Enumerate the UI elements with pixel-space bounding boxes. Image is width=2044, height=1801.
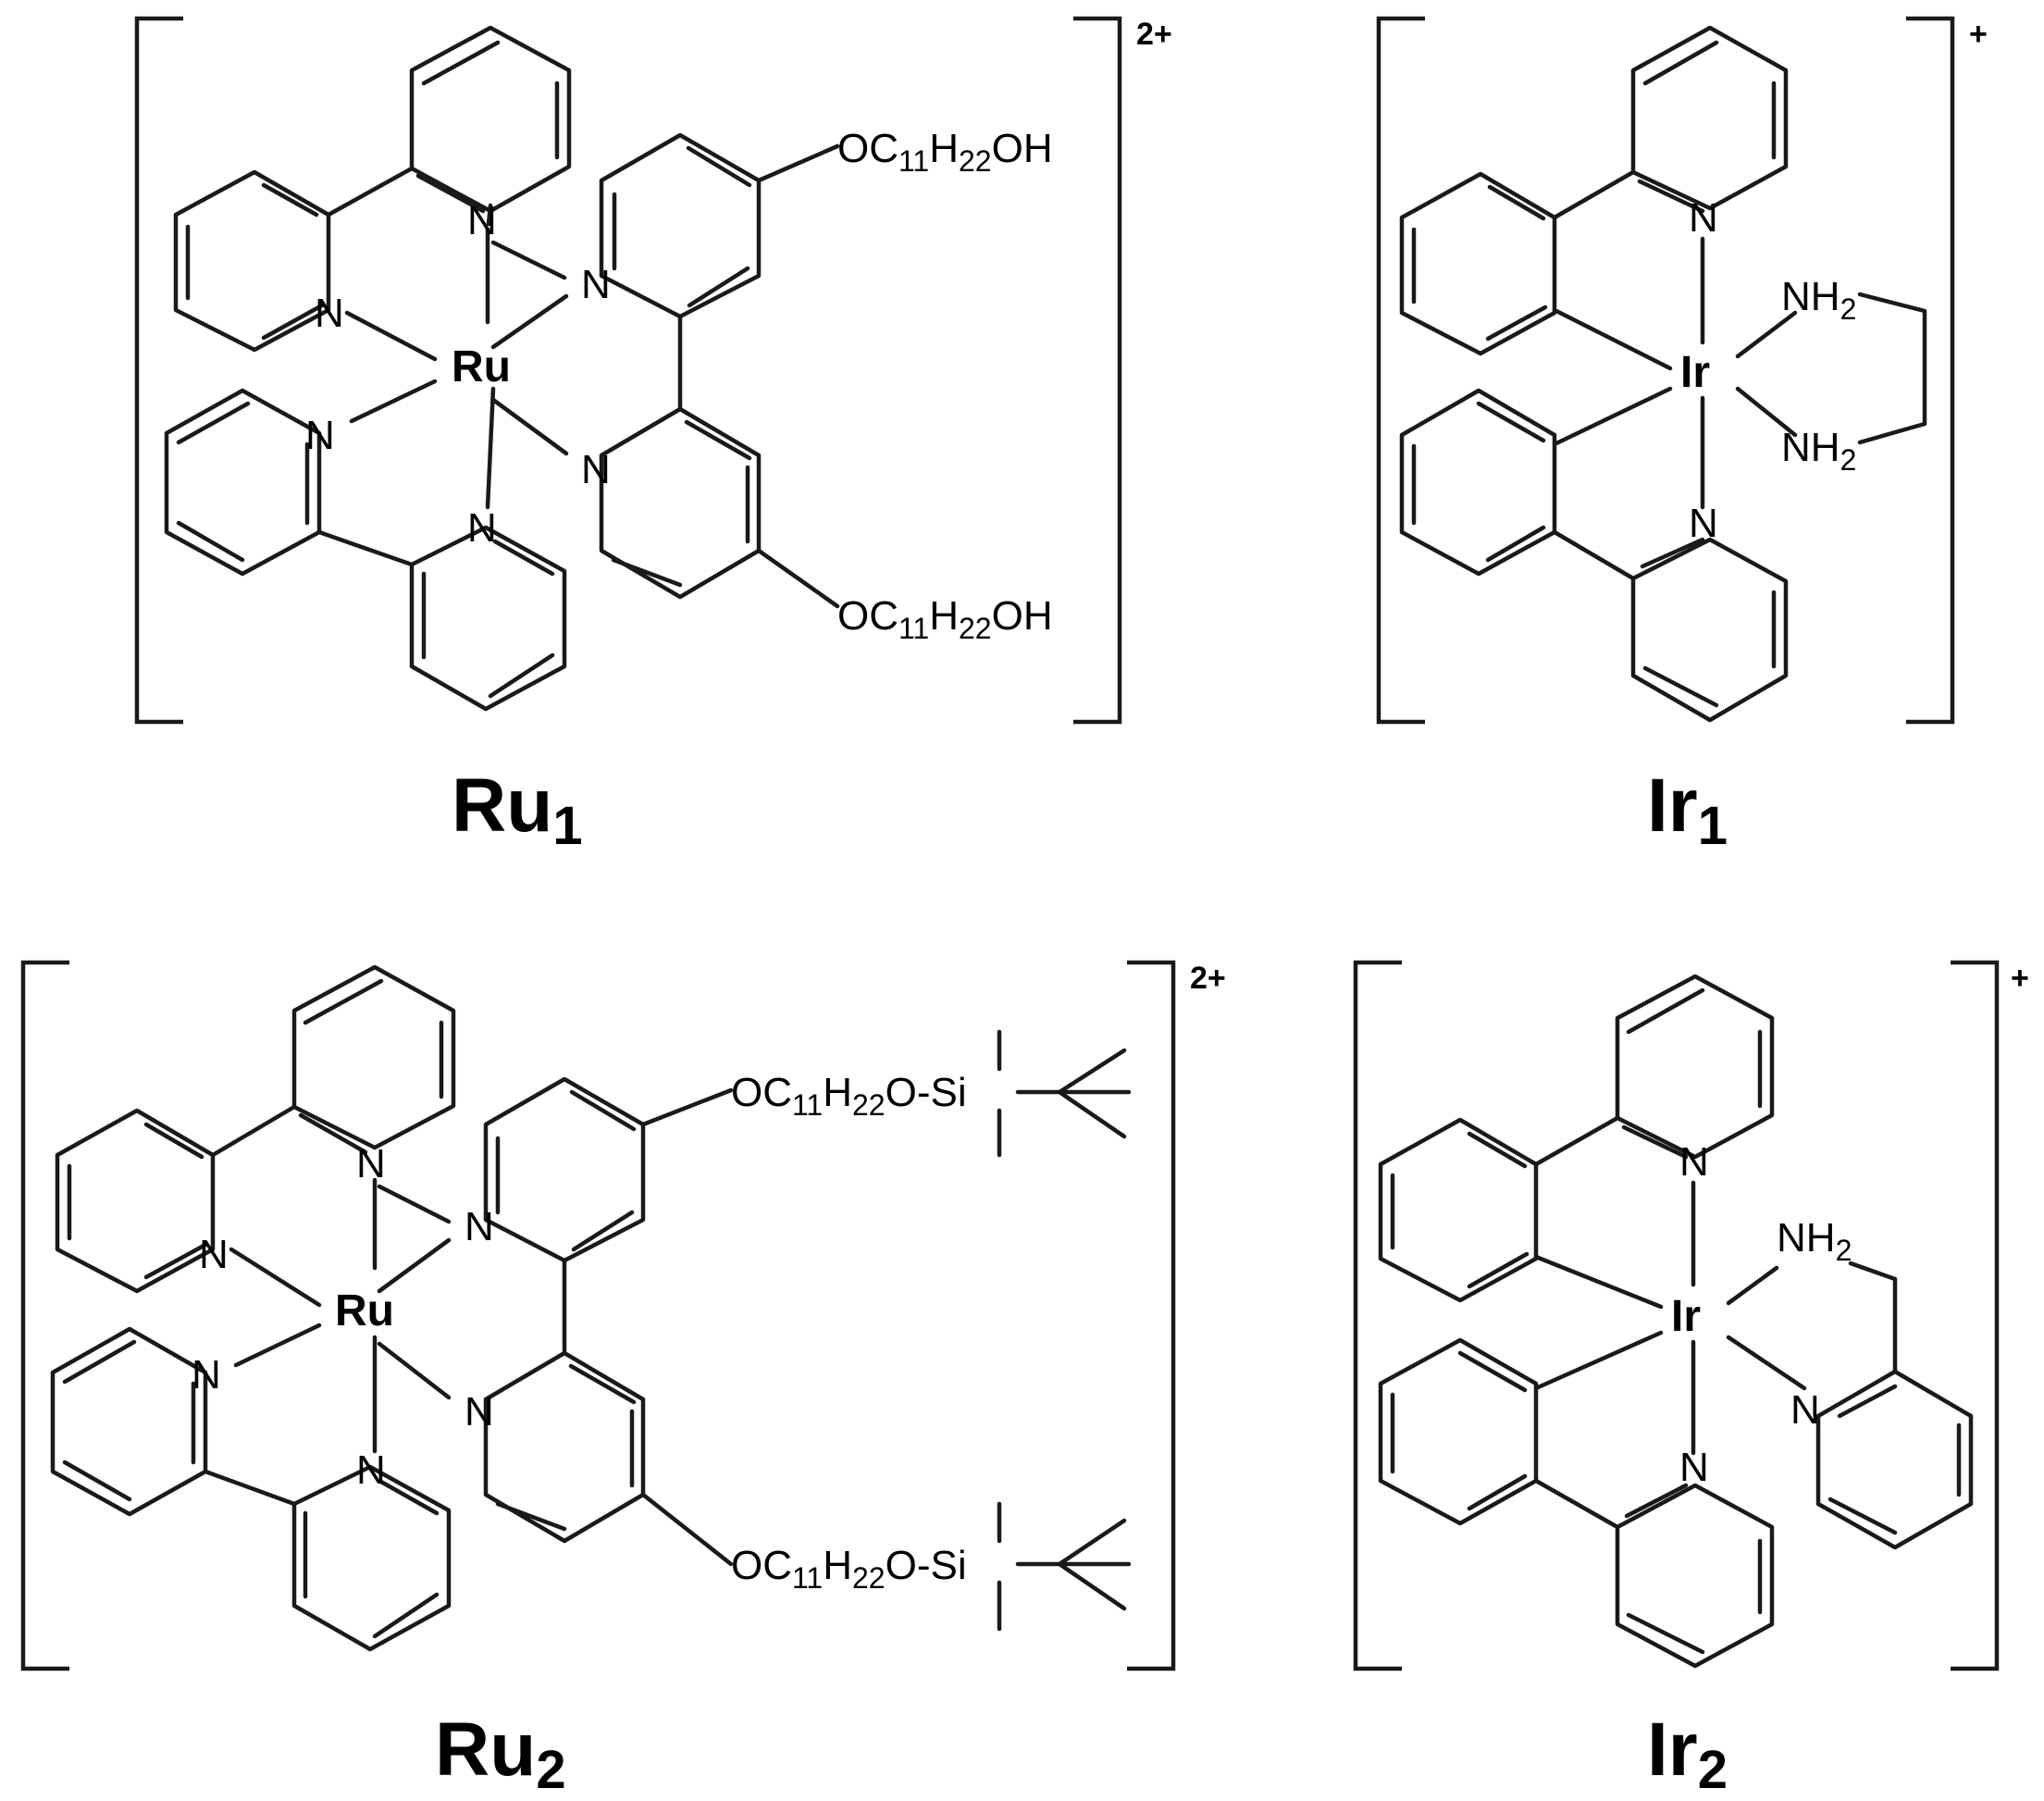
compound-label: Ir1 — [1647, 764, 1728, 856]
metal-ru: Ru — [335, 1286, 394, 1335]
ligand-picolylamine — [1815, 1261, 1974, 1550]
bracket-left — [134, 16, 183, 725]
ligand-dialkoxy-bipyridine — [599, 132, 840, 609]
ligand-bipyridine — [55, 964, 456, 1294]
ligand-dialkoxy-bipyridine — [483, 1076, 734, 1567]
svg-text:N: N — [1689, 501, 1718, 546]
svg-text:OC11H22OH: OC11H22OH — [837, 126, 1053, 178]
svg-text:N: N — [465, 1389, 494, 1435]
tbs-group-bottom — [997, 1501, 1132, 1632]
bracket-right — [1951, 960, 2000, 1671]
svg-text:N: N — [1689, 195, 1718, 241]
compound-ir2: + N N N Ir NH2 Ir2 — [1353, 960, 2029, 1800]
svg-text:N: N — [356, 1447, 386, 1493]
svg-text:N: N — [1790, 1387, 1820, 1433]
svg-text:N: N — [356, 1141, 386, 1186]
compound-label: Ir2 — [1647, 1708, 1728, 1800]
bracket-left — [1353, 960, 1402, 1671]
svg-text:N: N — [305, 413, 335, 458]
substituent-top: OC11H22O-Si — [731, 1070, 967, 1122]
svg-text:NH2: NH2 — [1781, 425, 1856, 477]
bracket-right — [1073, 16, 1122, 725]
atom-labels: N N Ir NH2 NH2 — [1680, 195, 1856, 546]
svg-text:N: N — [467, 198, 497, 243]
svg-text:N: N — [315, 291, 344, 336]
svg-text:N: N — [192, 1352, 221, 1397]
svg-text:NH2: NH2 — [1781, 274, 1856, 326]
ligand-bipyridine — [173, 25, 572, 353]
bracket-right — [1906, 16, 1955, 725]
svg-text:N: N — [1679, 1139, 1709, 1185]
ligand-bipyridine — [164, 388, 567, 712]
charge: + — [1969, 17, 1988, 52]
charge: 2+ — [1190, 961, 1226, 996]
ethylenediamine-chain — [1857, 292, 1927, 445]
svg-text:NH2: NH2 — [1777, 1215, 1852, 1267]
svg-text:N: N — [581, 447, 611, 492]
substituent-top: OC11H22OH — [837, 126, 1053, 178]
charge: + — [2011, 961, 2029, 996]
tbs-group-top — [997, 1029, 1132, 1158]
ligand-phenylpyridine — [1399, 25, 1789, 356]
bracket-left — [1376, 16, 1425, 725]
metal-ir: Ir — [1680, 348, 1710, 397]
compound-ru1: 2+ N N — [134, 16, 1172, 856]
svg-text:N: N — [1679, 1445, 1709, 1490]
svg-text:OC11H22OH: OC11H22OH — [837, 593, 1053, 645]
bracket-right — [1127, 960, 1176, 1671]
metal-ru: Ru — [452, 342, 511, 391]
substituent-bottom: OC11H22OH — [837, 593, 1053, 645]
ligand-phenylpyridine — [1378, 974, 1775, 1303]
metal-ir: Ir — [1671, 1292, 1701, 1341]
svg-text:N: N — [199, 1232, 229, 1277]
svg-text:N: N — [467, 505, 497, 551]
atom-labels: N N N Ir NH2 — [1671, 1139, 1852, 1490]
compound-ru2: 2+ — [20, 960, 1226, 1800]
ligand-phenylpyridine — [1378, 1337, 1775, 1669]
atom-labels: N N N N N N Ru — [305, 198, 611, 551]
compound-label: Ru1 — [452, 764, 583, 856]
charge: 2+ — [1136, 17, 1172, 52]
svg-text:N: N — [465, 1204, 494, 1249]
substituent-bottom: OC11H22O-Si — [731, 1543, 967, 1595]
compound-ir1: + N N Ir NH2 NH2 Ir1 — [1376, 16, 1988, 856]
atom-labels: N N N N N N Ru — [192, 1141, 494, 1493]
ligand-phenylpyridine — [1399, 388, 1789, 723]
compound-label: Ru2 — [435, 1708, 566, 1800]
bracket-left — [20, 960, 69, 1671]
ligand-bipyridine — [50, 1326, 452, 1652]
svg-text:N: N — [581, 262, 611, 307]
